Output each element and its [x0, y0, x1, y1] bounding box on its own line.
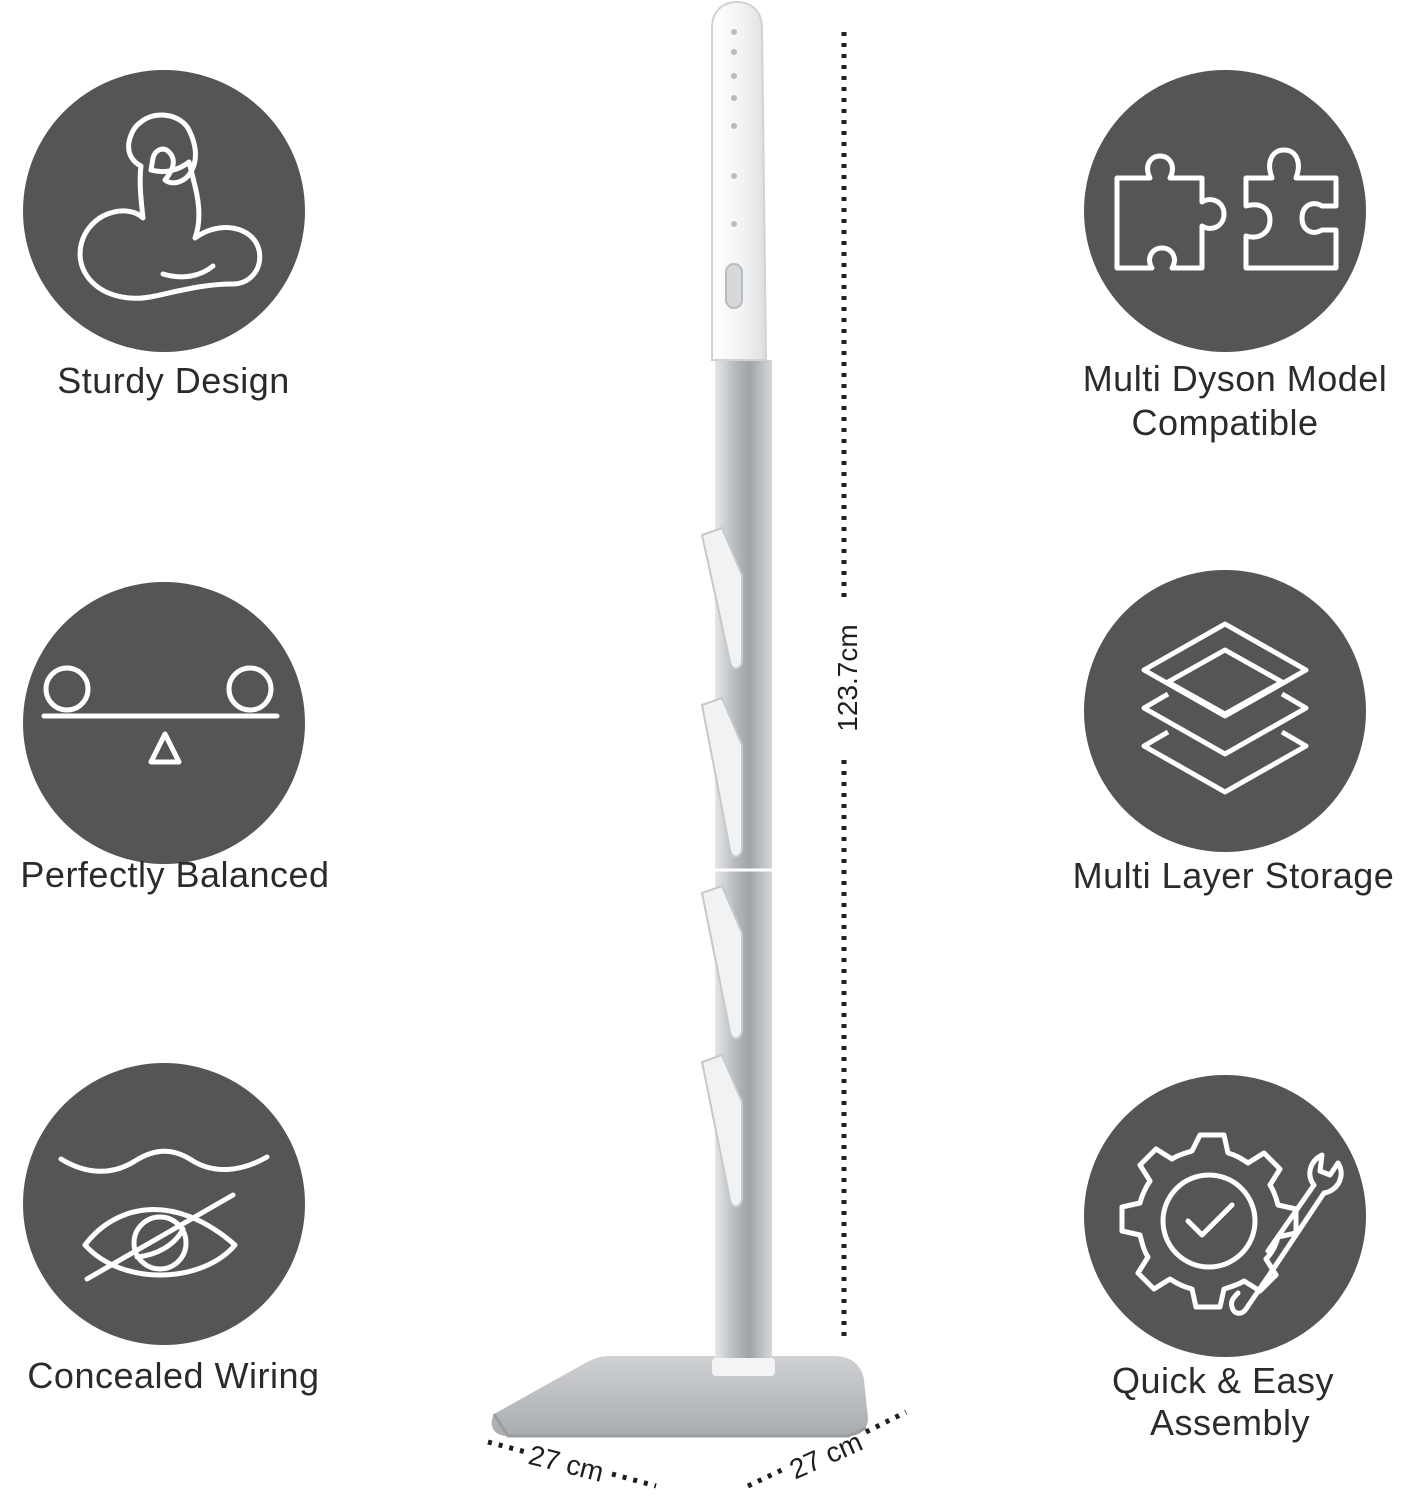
width-dimension-line: [487, 1439, 527, 1455]
depth-dimension-line: [746, 1465, 788, 1489]
hidden-eye-icon: [58, 1148, 270, 1282]
wiring-label: Concealed Wiring: [27, 1355, 320, 1396]
gear-wrench-check-icon: [1119, 1132, 1344, 1316]
depth-dimension-label: 27 cm: [784, 1425, 868, 1486]
storage-label: Multi Layer Storage: [1072, 855, 1395, 896]
width-dimension-label: 27 cm: [525, 1439, 607, 1488]
compatible-circle: [1084, 70, 1366, 352]
sturdy-label: Sturdy Design: [57, 360, 290, 401]
sturdy-circle: [23, 70, 305, 352]
flexed-arm-icon: [77, 112, 263, 301]
compatible-label-line1: Multi Dyson Model: [1082, 358, 1388, 399]
assembly-label-line2: Assembly: [1149, 1402, 1311, 1443]
wiring-circle: [23, 1063, 305, 1345]
layers-icon: [1141, 621, 1309, 795]
assembly-label-line1: Quick & Easy: [1111, 1360, 1335, 1401]
assembly-circle: [1084, 1075, 1366, 1357]
balanced-circle: [23, 582, 305, 864]
balanced-label: Perfectly Balanced: [20, 854, 330, 895]
puzzle-pieces-icon: [1114, 147, 1339, 271]
seesaw-balance-icon: [41, 665, 280, 765]
height-dimension-label: 123.7cm: [832, 624, 863, 732]
accessory-clip: [700, 526, 743, 1208]
stand-top-cap: [711, 0, 768, 361]
stand-base: [491, 1356, 868, 1436]
storage-circle: [1084, 570, 1366, 852]
stand-pole: [715, 360, 772, 1370]
compatible-label-line2: Compatible: [1131, 402, 1319, 443]
